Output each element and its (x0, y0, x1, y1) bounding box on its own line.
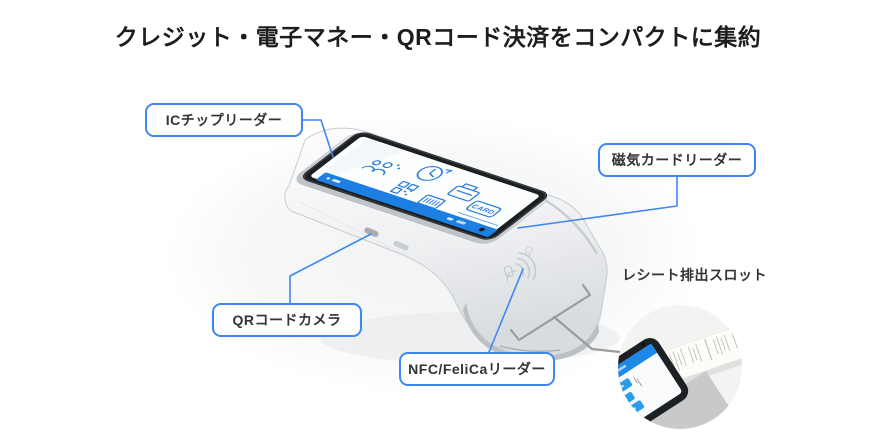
card-button-icon: CARD (466, 200, 502, 218)
device-screen: CARD (296, 132, 548, 244)
callout-magnetic-reader: 磁気カードリーダー (598, 143, 756, 177)
callout-magnetic-reader-label: 磁気カードリーダー (611, 152, 743, 168)
callout-nfc-felica: NFC/FeliCaリーダー (399, 352, 555, 386)
nfc-callout-line (488, 268, 524, 353)
magnetic-stripe-groove (544, 198, 599, 255)
front-camera-dot (478, 227, 486, 232)
inset-menu-buttons (618, 378, 644, 423)
people-icon (361, 160, 401, 176)
receipt-inset (618, 305, 742, 429)
callout-ic-chip-reader-label: ICチップリーダー (165, 112, 283, 128)
screen-icons: CARD (361, 160, 502, 226)
qr-camera-window (364, 227, 379, 237)
brand-emblem-icon (525, 246, 533, 257)
callout-nfc-felica-label: NFC/FeliCaリーダー (408, 361, 546, 377)
receipt-slot-groove (499, 345, 561, 352)
receipt-paper (660, 324, 742, 388)
callout-qr-camera: QRコードカメラ (212, 303, 362, 337)
ic-chip-callout-line (302, 119, 334, 158)
inset-device (618, 338, 731, 429)
callout-ic-chip-reader: ICチップリーダー (145, 103, 303, 137)
receipt-slot-label: レシート排出スロット (622, 267, 767, 283)
contactless-logo-icon (503, 252, 537, 282)
callout-qr-camera-label: QRコードカメラ (232, 312, 342, 328)
barcode-icon (417, 194, 446, 209)
transaction-history-icon (416, 166, 453, 181)
qr-code-icon (389, 180, 420, 196)
screen-panel (311, 136, 539, 236)
receipt-slot-bracket (509, 283, 622, 354)
page-title: クレジット・電子マネー・QRコード決済をコンパクトに集約 (114, 24, 762, 50)
side-button (393, 240, 409, 251)
card-button-icon-label: CARD (469, 203, 498, 216)
screen-bezel (303, 132, 548, 240)
screen-status-bar (316, 172, 497, 237)
magnetic-callout-line (517, 176, 678, 229)
card-terminal-icon (447, 183, 480, 202)
qr-camera-callout-line (289, 233, 372, 304)
